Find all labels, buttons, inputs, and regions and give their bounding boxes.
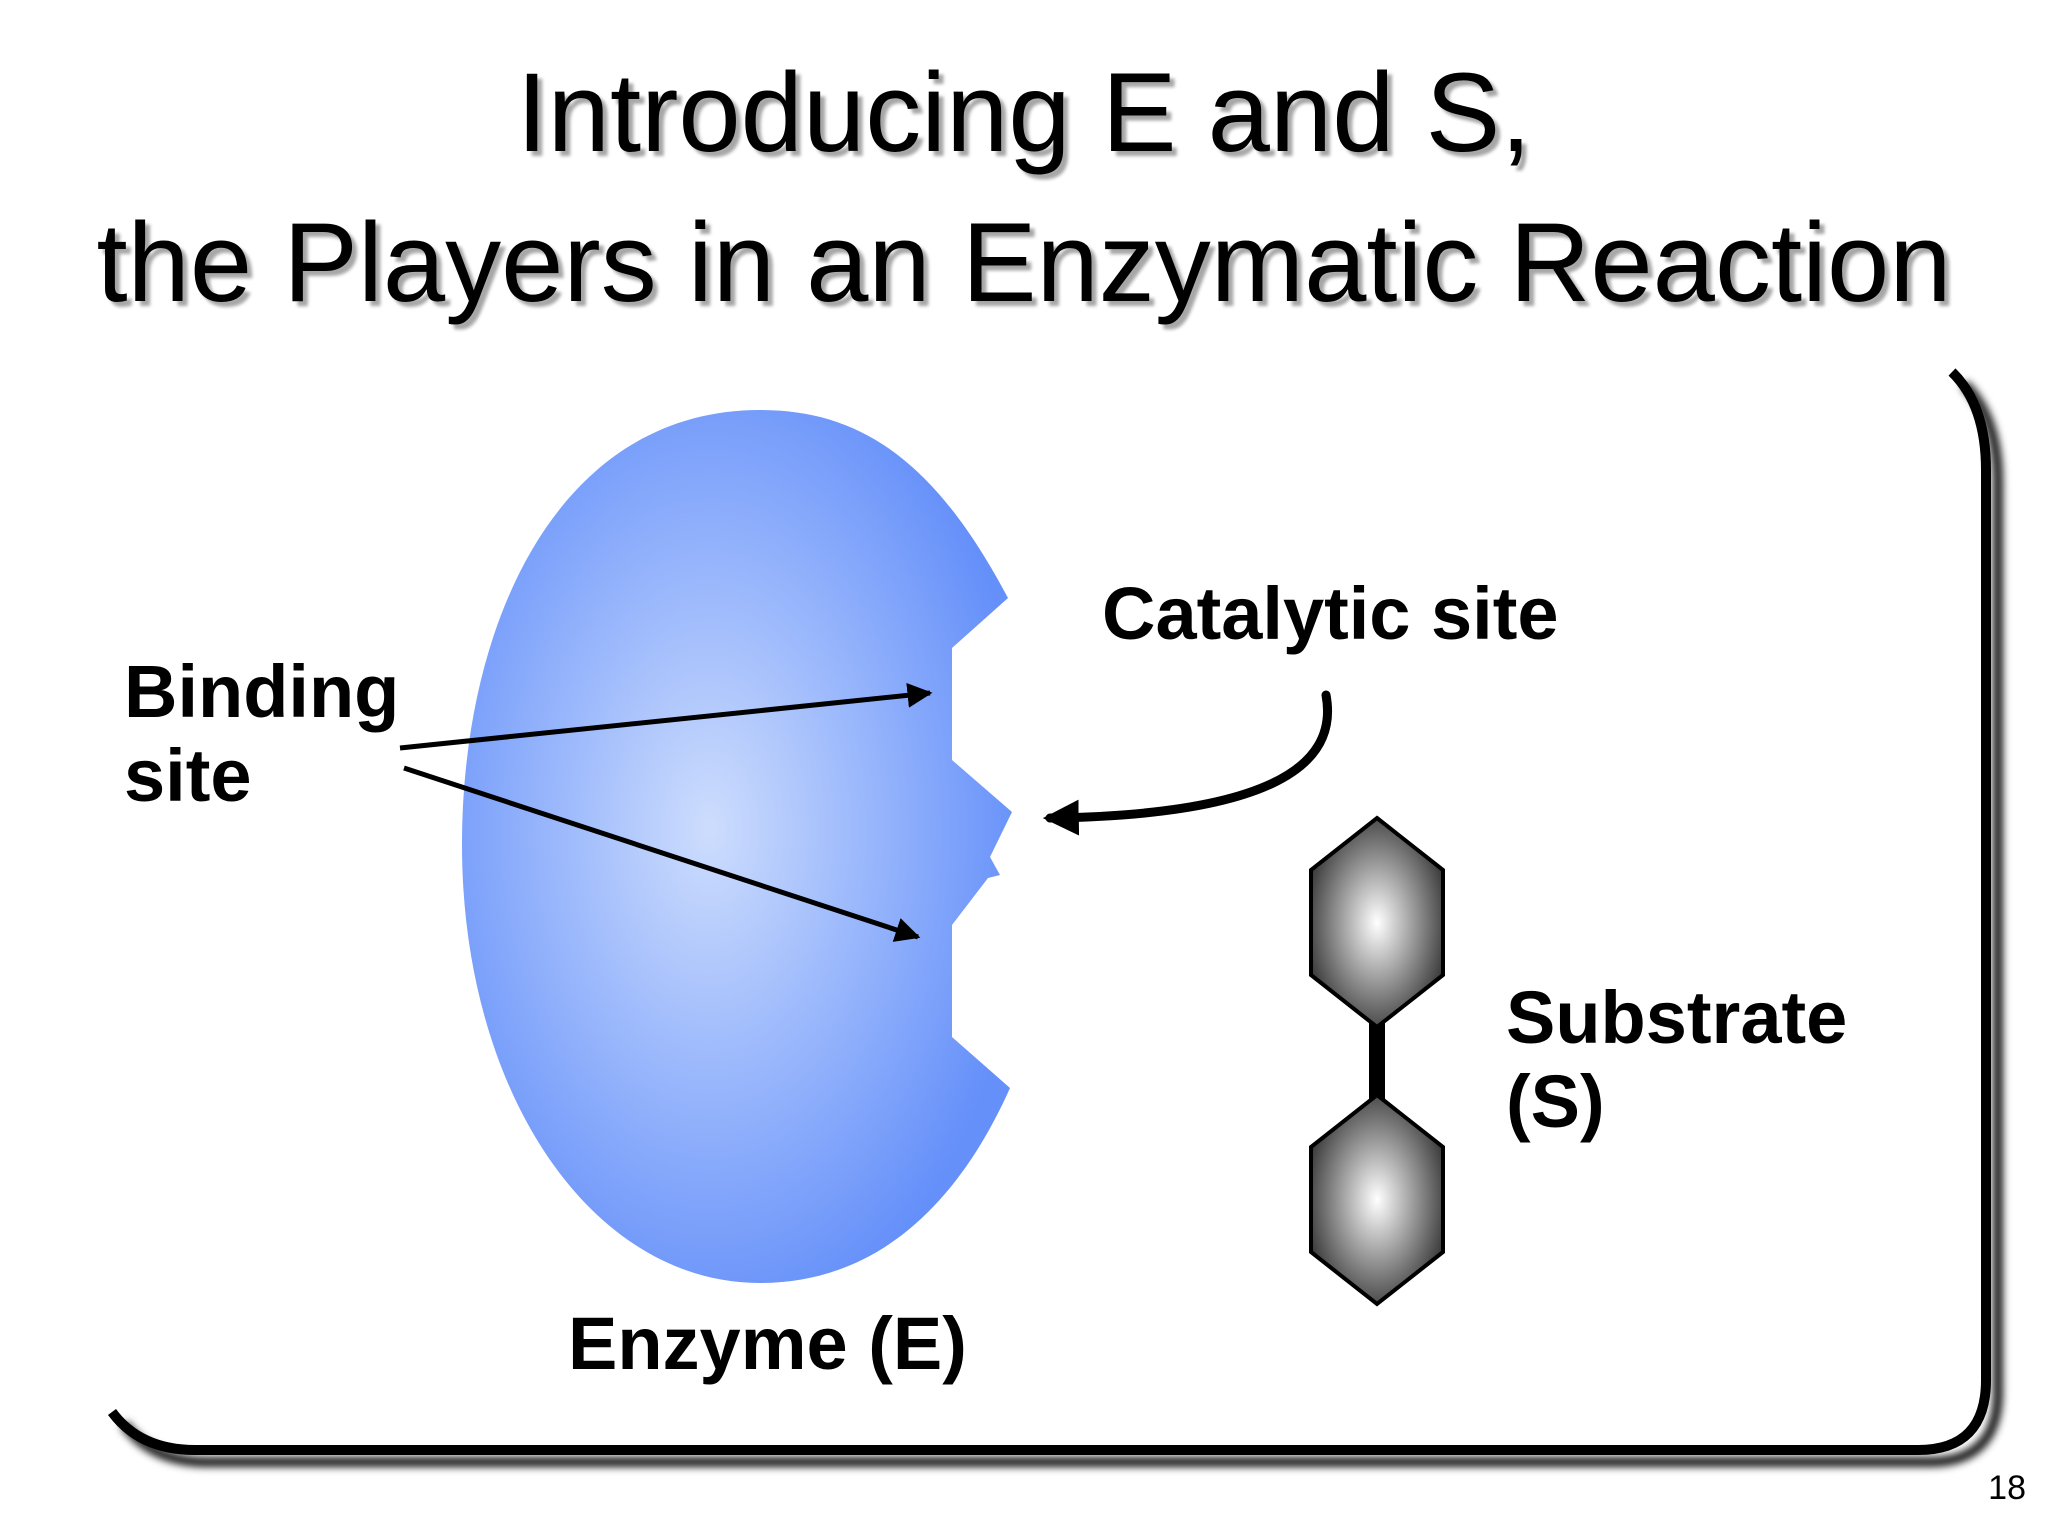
- enzyme-shape: [462, 410, 1012, 1283]
- enzyme-label: Enzyme (E): [568, 1302, 967, 1385]
- catalytic-arrow: [1042, 690, 1332, 836]
- binding-site-label-line-2: site: [124, 734, 252, 817]
- binding-arrow-upper: [399, 682, 933, 751]
- slide-title-line-2: the Players in an Enzymatic Reaction: [96, 200, 1952, 325]
- slide-title-line-1: Introducing E and S,: [516, 50, 1532, 175]
- substrate-label-line-1: Substrate: [1506, 976, 1848, 1059]
- substrate-bond: [1369, 1020, 1385, 1120]
- substrate-label-line-2: (S): [1506, 1060, 1605, 1143]
- page-number: 18: [1988, 1469, 2026, 1507]
- substrate-label: Substrate (S): [1506, 976, 1847, 1144]
- binding-site-label-line-1: Binding: [124, 650, 400, 733]
- substrate-ring-lower: [1309, 1092, 1445, 1307]
- substrate-molecule: [1309, 815, 1445, 1307]
- slide-title: Introducing E and S, the Players in an E…: [0, 38, 2048, 338]
- catalytic-site-label: Catalytic site: [1102, 572, 1559, 655]
- substrate-ring-upper: [1309, 815, 1445, 1030]
- content-frame: [107, 368, 1991, 1455]
- binding-arrow-lower: [403, 765, 921, 942]
- binding-site-label: Binding site: [124, 650, 399, 818]
